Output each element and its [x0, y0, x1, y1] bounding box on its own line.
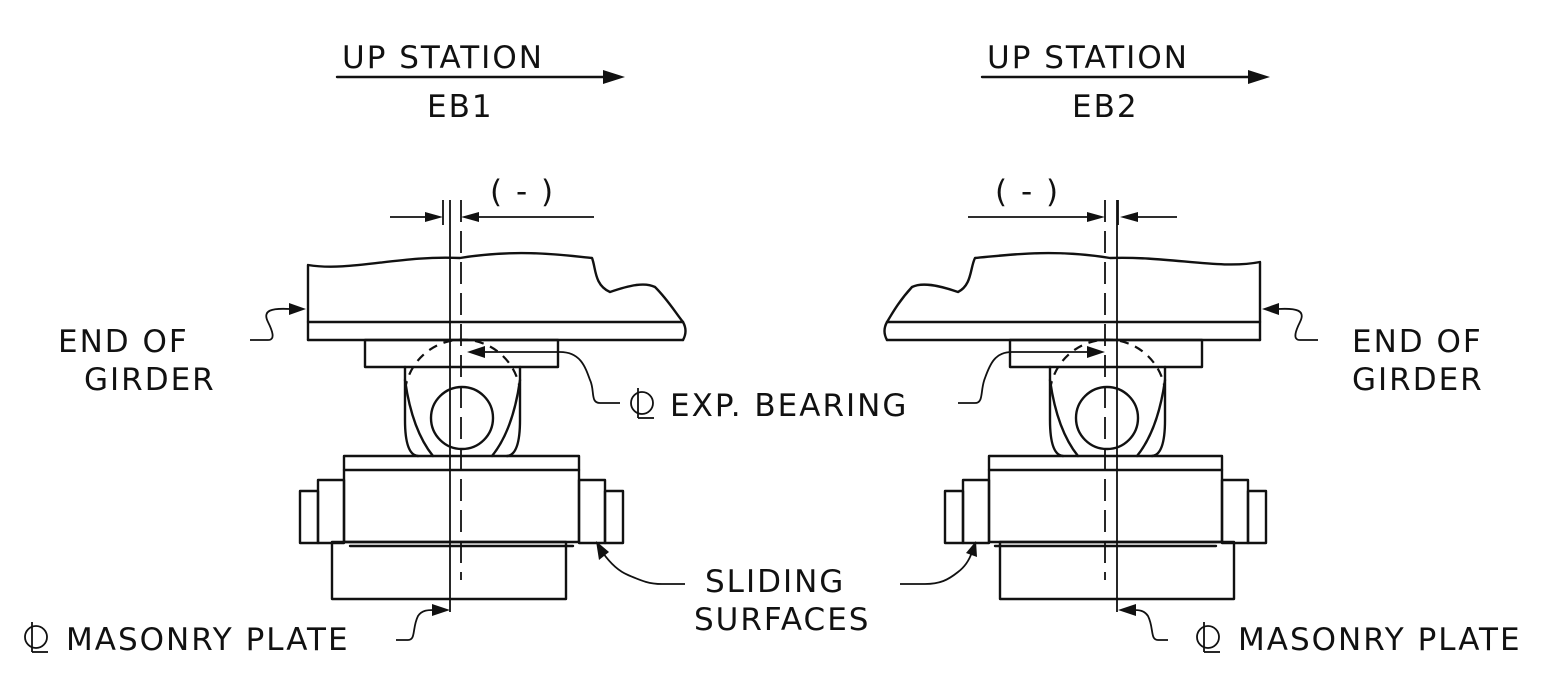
left-offset-label: ( - ): [490, 174, 555, 210]
sliding-surfaces-callout: SLIDING SURFACES: [694, 564, 870, 638]
right-rocker: [1048, 338, 1167, 458]
left-direction-arrow: [335, 70, 625, 84]
left-end-of-girder-line1: END OF: [58, 324, 189, 360]
left-centerline-symbol: [24, 622, 48, 653]
left-bearing-view: UP STATION EB1 ( - ): [24, 40, 687, 658]
right-sole-plate: [1008, 338, 1204, 369]
right-end-of-girder-line1: END OF: [1352, 324, 1483, 360]
right-direction-arrow: [980, 70, 1270, 84]
left-direction-label: UP STATION: [342, 40, 544, 76]
left-offset-dimension: [390, 200, 594, 225]
right-masonry-plate-leader: [1118, 604, 1168, 641]
left-masonry-plate-leader: [396, 604, 450, 641]
right-sliding-leader: [900, 541, 977, 585]
right-bearing-id: EB2: [1072, 89, 1139, 125]
right-offset-label: ( - ): [995, 174, 1060, 210]
right-base-assembly: [943, 454, 1268, 601]
exp-bearing-centerline-symbol: [630, 388, 654, 419]
left-exp-bearing-leader: [467, 346, 620, 404]
right-bearing-view: UP STATION EB2 ( - ): [883, 40, 1522, 658]
exp-bearing-label: EXP. BEARING: [670, 388, 908, 424]
right-offset-dimension: [968, 200, 1177, 225]
left-sliding-leader: [596, 541, 685, 585]
sliding-surfaces-line2: SURFACES: [694, 602, 870, 638]
right-end-of-girder-leader: [1262, 303, 1318, 341]
left-masonry-plate-label: MASONRY PLATE: [66, 622, 350, 658]
left-end-of-girder-line2: GIRDER: [84, 362, 216, 398]
left-end-of-girder-leader: [250, 303, 306, 341]
right-girder: [883, 251, 1262, 342]
sliding-surfaces-line1: SLIDING: [705, 564, 845, 600]
left-girder: [306, 251, 687, 342]
right-direction-label: UP STATION: [987, 40, 1189, 76]
right-masonry-plate-label: MASONRY PLATE: [1238, 622, 1522, 658]
right-centerline-symbol: [1196, 622, 1220, 653]
left-bearing-id: EB1: [427, 89, 494, 125]
right-end-of-girder-line2: GIRDER: [1352, 362, 1484, 398]
right-exp-bearing-leader: [958, 346, 1105, 404]
left-rocker: [403, 338, 522, 458]
exp-bearing-callout: EXP. BEARING: [630, 388, 908, 424]
